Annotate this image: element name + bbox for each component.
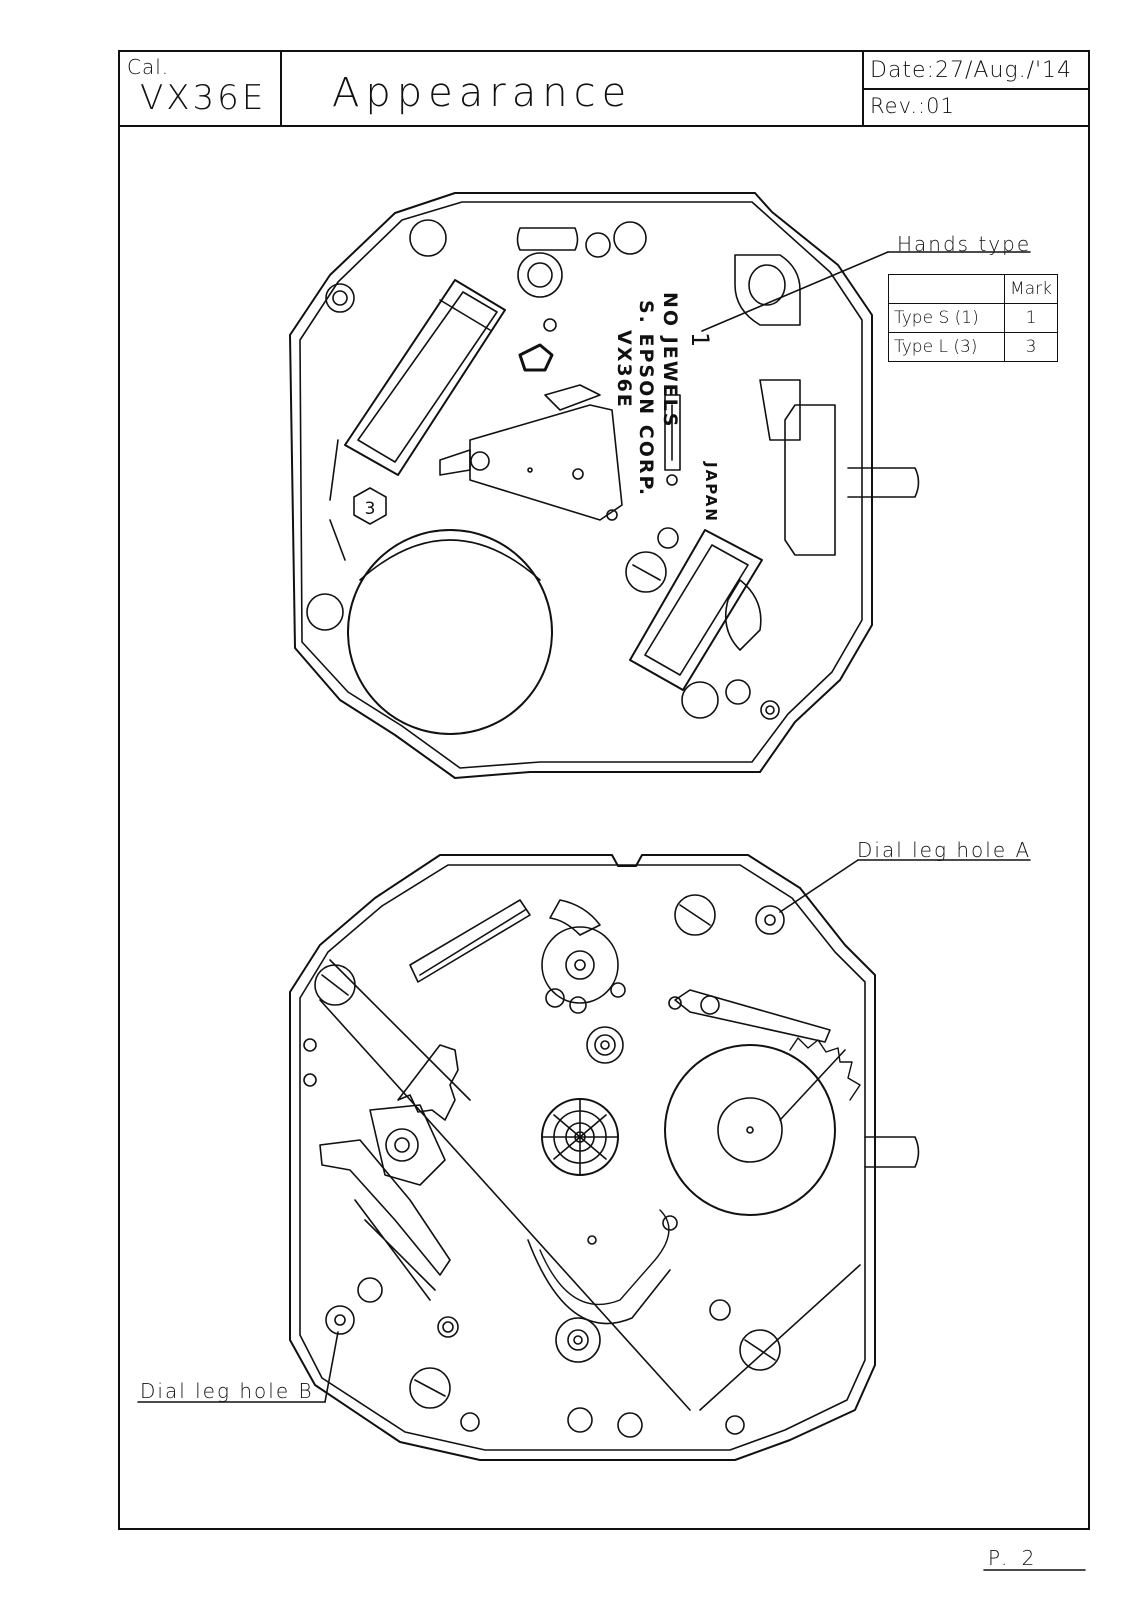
dial-leg-hole-b — [325, 1305, 355, 1335]
top-battery — [347, 529, 553, 735]
page-number: P. 2 — [988, 1546, 1039, 1570]
hands-type-row-type: Type L (3) — [888, 332, 1005, 362]
top-stem — [861, 467, 920, 498]
hands-type-row-mark: 3 — [1004, 332, 1058, 362]
top-engraving-country: JAPAN — [702, 461, 720, 523]
top-movement: 3 NO JEWELS S. EPSON CORP. VX36E JAPAN 1 — [289, 192, 1031, 779]
hands-type-callout: Hands type — [897, 232, 1032, 256]
hands-type-header-blank — [888, 274, 1005, 304]
hands-type-row: Type S (1) 1 — [888, 303, 1058, 333]
top-hex-mark — [353, 487, 387, 525]
bottom-movement — [137, 854, 1031, 1461]
bottom-rotor-wheel — [664, 1044, 836, 1216]
header-bottom-rule — [118, 125, 1090, 127]
dial-leg-hole-a — [755, 905, 785, 935]
date-label: Date:27/Aug./'14 — [870, 58, 1073, 83]
top-coil-2 — [629, 529, 763, 691]
dial-leg-hole-a-callout: Dial leg hole A — [857, 838, 1032, 862]
header-date-rule — [862, 88, 1090, 90]
bottom-stem — [864, 1136, 920, 1168]
page-title: Appearance — [332, 70, 633, 116]
top-engraving-line1: NO JEWELS — [659, 292, 681, 428]
bottom-screw — [314, 894, 781, 1409]
top-train-bridge — [469, 404, 623, 521]
bottom-movement-outline — [289, 854, 876, 1461]
header-divider-cal — [280, 50, 282, 126]
top-screw-hole — [409, 219, 447, 257]
top-movement-outline — [289, 192, 873, 779]
hands-type-row-type: Type S (1) — [888, 303, 1005, 333]
cal-label: Cal. — [127, 55, 170, 79]
revision-label: Rev.:01 — [870, 94, 955, 118]
hands-type-row-mark: 1 — [1004, 303, 1058, 333]
drawing-frame — [118, 50, 1090, 1530]
top-hex-mark-digit: 3 — [365, 499, 376, 519]
top-coil-1 — [344, 279, 506, 476]
hands-type-row: Type L (3) 3 — [888, 332, 1058, 362]
dial-leg-hole-b-callout: Dial leg hole B — [140, 1379, 314, 1403]
hands-type-leader — [701, 251, 889, 332]
hands-type-table-header: Mark — [888, 274, 1058, 304]
top-engraving-line2: S. EPSON CORP. — [635, 300, 657, 497]
caliber-number: VX36E — [140, 78, 267, 118]
hands-type-header-mark: Mark — [1004, 274, 1058, 304]
top-engraving-hands-mark: 1 — [686, 332, 714, 349]
dial-leg-hole-b-leader — [324, 1331, 339, 1403]
top-engraving-line3: VX36E — [613, 330, 635, 409]
dial-leg-hole-a-leader — [779, 859, 859, 913]
hands-type-table: Mark Type S (1) 1 Type L (3) 3 — [888, 274, 1058, 362]
